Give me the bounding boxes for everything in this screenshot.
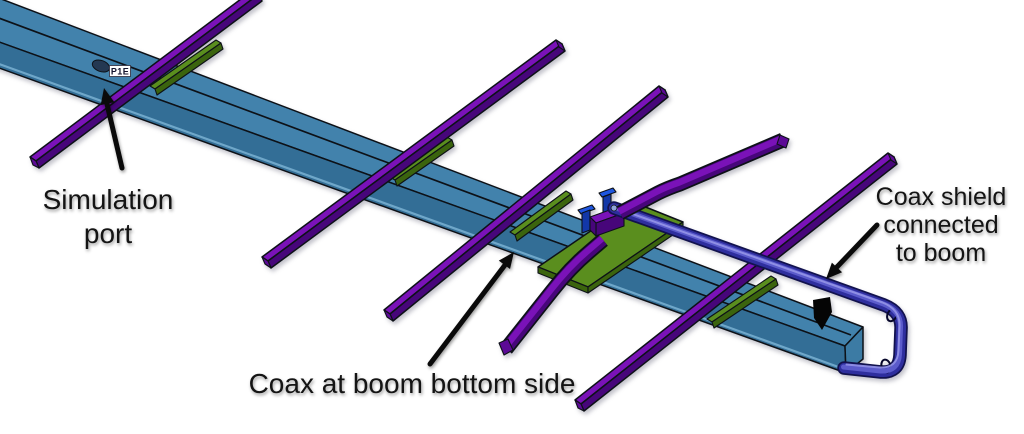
coax-shield-arrow [833,222,880,271]
driven-arm-left-face [502,236,605,350]
element-pads [149,39,779,329]
element-pad-4-side [711,278,779,329]
port-label: P1E [109,65,131,77]
port-label-box [109,65,131,77]
coax-shield-label-line2: connected [883,211,998,239]
model-group: P1E [0,0,908,412]
coax-bottom-arrow-head [498,252,514,269]
feed-assembly [577,187,625,237]
coax-shield-label-line3: to boom [896,239,986,267]
feed-clamp-left-cap [577,204,596,215]
coax-connector-tip [610,204,618,212]
coax-bottom-label: Coax at boom bottom side [249,368,576,399]
coax-bottom-arrow [427,262,508,367]
feed-clamp-left-post [581,209,591,234]
element-2-end-cap-low [261,256,272,269]
driven-arm-right-cap [776,134,790,149]
annotation-coax-shield: Coax shield connected to boom [826,183,1006,279]
coax-highlight [613,206,901,369]
coax-shield-label-line1: Coax shield [876,183,1007,211]
annotation-coax-bottom: Coax at boom bottom side [249,252,576,399]
simulation-port-arrow [104,101,125,171]
simulation-port-label-line1: Simulation [43,184,174,215]
parasitic-elements [29,0,898,412]
simulation-port-label-line2: port [84,218,132,249]
element-4-end-cap-low [574,399,585,412]
element-pad-3-side [514,193,574,242]
feed-clamp-right-cap [598,187,617,198]
port-label-text: P1E [111,67,129,77]
coax-shield-arrow-head [826,262,843,279]
element-3-end-cap-low [383,309,394,322]
coax-cable [607,201,908,379]
element-3-end-cap-high [658,85,669,98]
element-4-end-cap-high [887,152,898,165]
driven-arm-left-cap [498,338,514,356]
driven-arm-right-face [617,135,784,215]
feed-block-side [589,216,597,237]
element-pad-1-side [154,42,224,96]
shield-connection-marker [813,297,832,330]
element-2-end-cap-high [555,39,566,52]
simulation-port-arrow-head [100,88,115,106]
boom-top-face [0,0,864,347]
element-pad-2-side [394,139,455,187]
boom-groove-edge [0,17,852,336]
driven-element [498,133,790,356]
annotation-simulation-port: Simulation port [43,88,174,249]
element-1-end-cap [29,156,40,169]
annotations: Simulation port Coax at boom bottom side… [43,88,1006,399]
